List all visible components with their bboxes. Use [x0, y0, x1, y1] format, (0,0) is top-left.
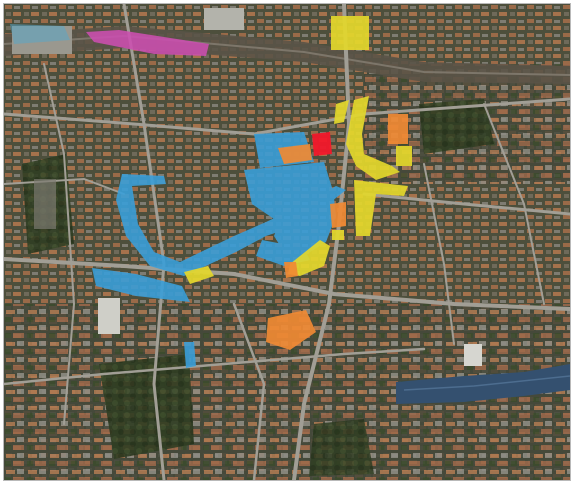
river-highlight: [403, 375, 570, 391]
overlay-yellow-group[interactable]: [184, 16, 412, 284]
building-east: [464, 344, 482, 366]
building-station: [204, 8, 244, 30]
overlay-magenta[interactable]: [86, 30, 209, 56]
park-north-east: [419, 99, 494, 154]
aerial-map[interactable]: [4, 4, 570, 480]
rail-tracks: [4, 34, 570, 76]
park-south-west: [99, 354, 194, 459]
park-south: [309, 419, 374, 476]
river: [396, 364, 570, 404]
overlay-orange-group[interactable]: [266, 114, 408, 350]
building-hall: [98, 298, 120, 334]
building-west-block: [34, 179, 56, 229]
map-frame: [3, 3, 571, 481]
overlay-blue-topleft[interactable]: [10, 24, 70, 44]
overlay-red[interactable]: [312, 132, 332, 156]
